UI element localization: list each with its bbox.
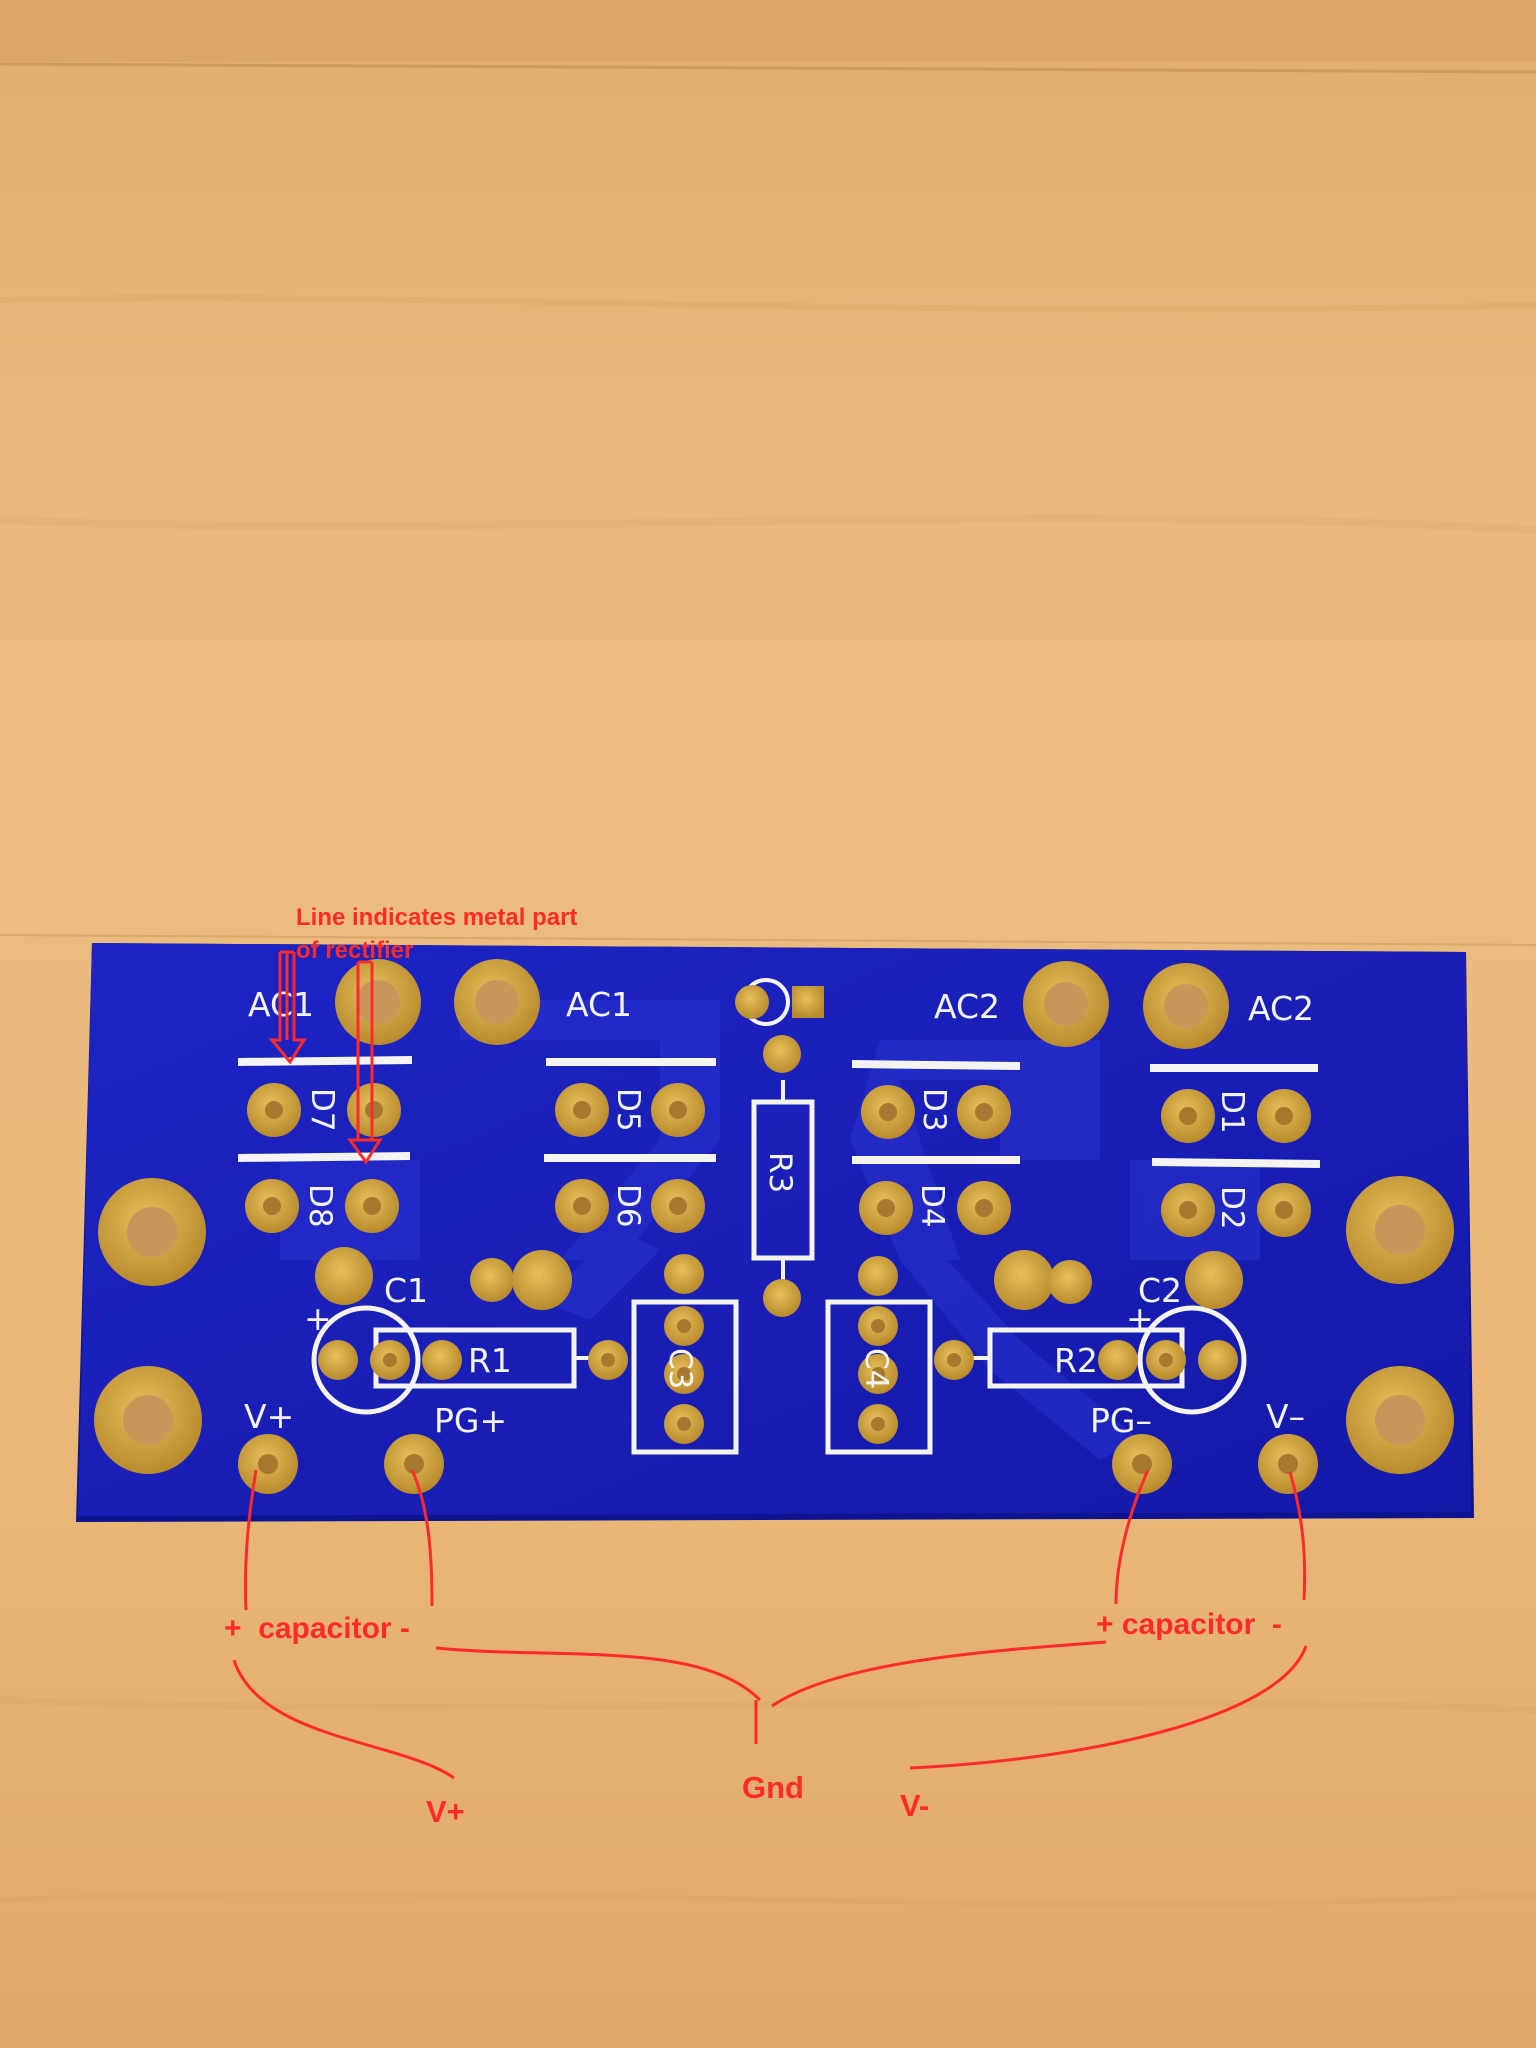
silk-v-minus: V– <box>1266 1397 1305 1436</box>
note-vplus: V+ <box>426 1794 465 1829</box>
silk-v-plus: V+ <box>244 1397 294 1436</box>
silk-d1: D1 <box>1214 1090 1250 1134</box>
silk-r1: R1 <box>468 1341 512 1380</box>
wire-to-vplus <box>232 1659 455 1780</box>
pad-holes <box>258 1101 1298 1474</box>
silk-c1-plus: + <box>304 1299 332 1338</box>
silk-c1: C1 <box>384 1271 428 1310</box>
wire-to-vminus <box>909 1645 1308 1770</box>
mounting-holes <box>94 1176 1454 1474</box>
silk-d7: D7 <box>304 1088 340 1132</box>
silk-d2: D2 <box>1214 1186 1250 1230</box>
note-gnd: Gnd <box>742 1770 804 1805</box>
wire-pgminus <box>1114 1469 1150 1605</box>
silk-ac2-right: AC2 <box>1248 989 1314 1028</box>
arrow-left-icon <box>268 950 307 1065</box>
silkscreen-outlines <box>237 978 1321 1455</box>
silk-c4: C4 <box>858 1348 894 1389</box>
silk-c2: C2 <box>1138 1271 1182 1310</box>
wire-vplus <box>243 1469 258 1611</box>
square-pad <box>792 986 824 1018</box>
silk-d6: D6 <box>610 1184 646 1228</box>
silk-ac2-left: AC2 <box>934 987 1000 1026</box>
pcb-board: AC1 AC1 AC2 AC2 D7 D8 D5 D6 D3 D4 D1 D2 … <box>76 943 1474 1522</box>
silk-c3: C3 <box>662 1348 698 1389</box>
silk-r3: R3 <box>762 1152 798 1193</box>
silk-ac1-right: AC1 <box>566 985 632 1024</box>
silk-pg-minus: PG– <box>1090 1401 1152 1440</box>
silk-d4: D4 <box>914 1184 950 1228</box>
note-metal-part-line1: Line indicates metal part <box>296 904 577 931</box>
silk-pg-plus: PG+ <box>434 1401 507 1440</box>
wire-gnd-right <box>771 1640 1107 1708</box>
silk-d3: D3 <box>916 1088 952 1132</box>
note-capacitor-right: + capacitor - <box>1096 1608 1282 1641</box>
silk-r2: R2 <box>1054 1341 1098 1380</box>
wire-gnd-left <box>435 1646 762 1702</box>
wire-vminus <box>1288 1471 1307 1601</box>
silk-d8: D8 <box>302 1184 338 1228</box>
arrow-right-icon <box>347 960 383 1165</box>
silk-c2-plus: + <box>1126 1299 1154 1338</box>
red-annotations <box>232 950 1308 1780</box>
note-vminus: V- <box>900 1788 929 1823</box>
note-metal-part-line2: of rectifier <box>296 937 413 964</box>
note-capacitor-left: + capacitor - <box>224 1612 410 1645</box>
wire-pgplus <box>410 1469 434 1607</box>
silk-d5: D5 <box>610 1088 646 1132</box>
